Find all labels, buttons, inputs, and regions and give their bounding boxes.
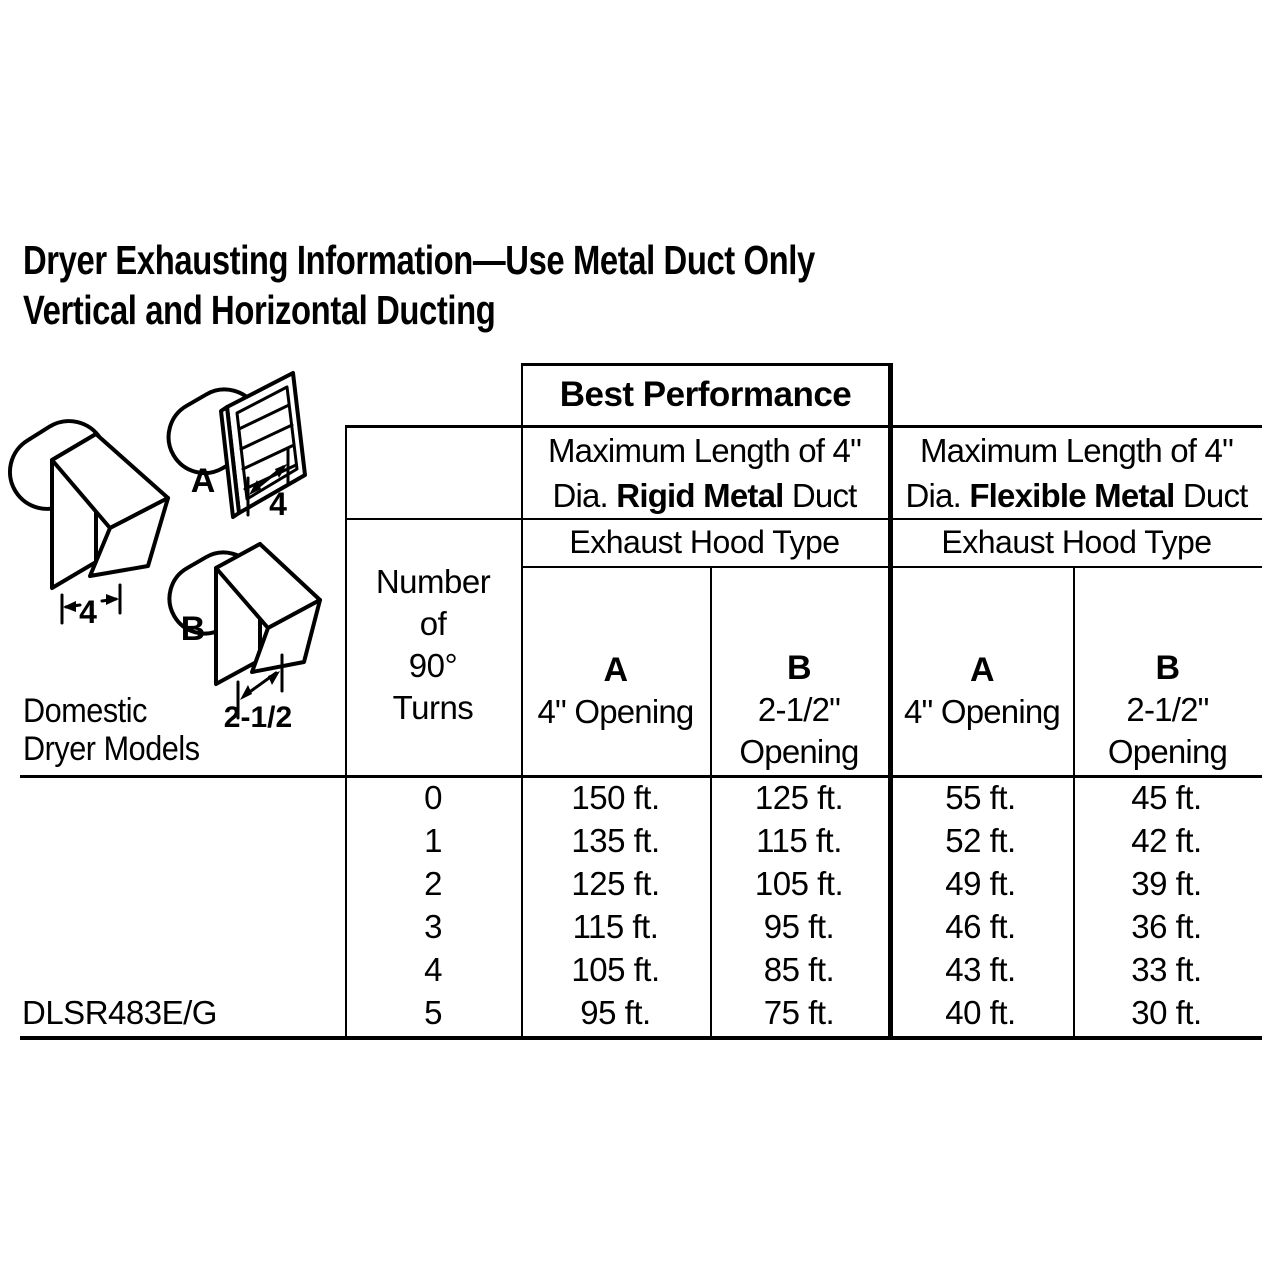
table-row: DLSR483E/G 5 95 ft. 75 ft. 40 ft. 30 ft.: [20, 991, 1260, 1034]
exhaust-hood-illustrations: 4 4 2-1/2 A B: [7, 371, 322, 734]
flex-b-cell: 30 ft.: [1131, 993, 1202, 1031]
grid-vline-section-divider: [888, 363, 893, 1038]
hood-b-letter-label: B: [181, 610, 206, 648]
grid-vline-flex-ab: [1073, 566, 1075, 1038]
flex-a-cell: 43 ft.: [945, 950, 1016, 988]
hood-4in-illustration: [7, 419, 170, 625]
flex-a-cell: 49 ft.: [945, 865, 1016, 903]
rigid-a-cell: 105 ft.: [571, 950, 660, 988]
turns-header-line2: of: [419, 605, 447, 642]
rigid-col-a-letter: A: [603, 651, 628, 689]
exhaust-hood-type-rigid: Exhaust Hood Type: [569, 523, 840, 560]
grid-line-bottom: [20, 1036, 1262, 1040]
vent-a-dimension-label: 4: [269, 486, 287, 522]
turns-cell: 0: [424, 779, 442, 817]
flex-b-cell: 36 ft.: [1131, 907, 1202, 945]
turns-cell: 2: [424, 865, 442, 903]
data-rows: 0 150 ft. 125 ft. 55 ft. 45 ft. 1 135 ft…: [20, 777, 1260, 1034]
rigid-a-cell: 95 ft.: [580, 993, 651, 1031]
rigid-col-a-sub: 4" Opening: [537, 693, 694, 730]
hood-b-dimension-label: 2-1/2: [224, 701, 292, 734]
flex-col-b-sub2: Opening: [1107, 733, 1228, 770]
flex-b-cell: 39 ft.: [1131, 865, 1202, 903]
rigid-col-b-header: B 2-1/2" Opening: [712, 568, 886, 773]
domestic-dryer-models-line1: Domestic: [23, 692, 147, 730]
flex-col-b-header: B 2-1/2" Opening: [1075, 568, 1260, 773]
rigid-duct-header-line2: Dia. Rigid Metal Duct: [552, 477, 857, 514]
page-title: Dryer Exhausting Information—Use Metal D…: [23, 235, 815, 335]
table-row: 2 125 ft. 105 ft. 49 ft. 39 ft.: [20, 863, 1260, 906]
table-row: 0 150 ft. 125 ft. 55 ft. 45 ft.: [20, 777, 1260, 820]
flex-col-b-sub1: 2-1/2": [1126, 691, 1209, 728]
rigid-a-cell: 115 ft.: [572, 907, 659, 945]
grid-line-header-2: [345, 518, 1262, 520]
table-row: 1 135 ft. 115 ft. 52 ft. 42 ft.: [20, 820, 1260, 863]
flex-col-b-letter: B: [1155, 649, 1180, 687]
grid-line-body-top: [20, 775, 1262, 778]
page-title-line2: Vertical and Horizontal Ducting: [23, 287, 496, 333]
domestic-dryer-models-line2: Dryer Models: [23, 730, 200, 768]
flex-col-a-sub: 4" Opening: [903, 693, 1061, 730]
flex-b-cell: 33 ft.: [1131, 950, 1202, 988]
rigid-a-cell: 125 ft.: [571, 865, 660, 903]
turns-header-line4: Turns: [392, 689, 474, 726]
flex-b-cell: 42 ft.: [1131, 822, 1202, 860]
rigid-a-cell: 135 ft.: [571, 822, 660, 860]
grid-vline-rigid-left: [521, 363, 523, 1038]
rigid-col-b-letter: B: [786, 649, 812, 687]
best-performance-header: Best Performance: [559, 375, 852, 414]
rigid-duct-header-line1: Maximum Length of 4": [547, 432, 862, 469]
flex-a-cell: 40 ft.: [945, 993, 1016, 1031]
grid-vline-rigid-ab: [710, 566, 712, 1038]
rigid-b-cell: 75 ft.: [763, 993, 835, 1031]
rigid-b-cell: 115 ft.: [756, 822, 842, 860]
flexible-duct-header: Maximum Length of 4" Dia. Flexible Metal…: [893, 428, 1260, 518]
exhaust-hood-type-flexible: Exhaust Hood Type: [941, 523, 1212, 560]
turns-header-line1: Number: [375, 563, 491, 600]
turns-cell: 4: [424, 950, 442, 988]
vent-a-letter-label: A: [191, 462, 216, 500]
rigid-metal-bold: Rigid Metal: [616, 477, 784, 514]
rigid-b-cell: 125 ft.: [754, 779, 844, 817]
flexible-duct-header-line1: Maximum Length of 4": [919, 432, 1234, 469]
rigid-a-cell: 150 ft.: [571, 779, 660, 817]
flex-col-a-header: A 4" Opening: [893, 568, 1071, 773]
turns-cell: 5: [424, 993, 442, 1031]
table-row: 3 115 ft. 95 ft. 46 ft. 36 ft.: [20, 905, 1260, 948]
rigid-duct-header: Maximum Length of 4" Dia. Rigid Metal Du…: [523, 428, 886, 518]
model-cell-dlsr: DLSR483E/G: [22, 993, 217, 1031]
rigid-b-cell: 105 ft.: [754, 865, 844, 903]
flexible-metal-bold: Flexible Metal: [969, 477, 1175, 514]
domestic-dryer-models-label: Domestic Dryer Models: [23, 692, 200, 768]
hood-4in-dimension-label: 4: [79, 594, 97, 630]
grid-vline-turns-left: [345, 425, 347, 1038]
flexible-duct-header-line2: Dia. Flexible Metal Duct: [905, 477, 1248, 514]
grid-line-header-1: [345, 425, 1262, 428]
flex-col-a-letter: A: [969, 651, 995, 689]
flex-a-cell: 55 ft.: [945, 779, 1016, 817]
flex-b-cell: 45 ft.: [1131, 779, 1202, 817]
turns-header-line3: 90°: [408, 647, 458, 684]
hood-b-illustration: [167, 542, 322, 720]
turns-column-header: Number of 90° Turns: [347, 525, 519, 765]
table-row: 4 105 ft. 85 ft. 43 ft. 33 ft.: [20, 948, 1260, 991]
rigid-col-b-sub2: Opening: [739, 733, 859, 770]
vent-a-illustration: [166, 371, 307, 519]
grid-line-bp-top: [521, 363, 893, 366]
rigid-b-cell: 85 ft.: [763, 950, 835, 988]
rigid-col-b-sub1: 2-1/2": [757, 691, 841, 728]
flex-a-cell: 52 ft.: [945, 822, 1016, 860]
flex-a-cell: 46 ft.: [945, 907, 1016, 945]
rigid-b-cell: 95 ft.: [763, 907, 835, 945]
turns-cell: 1: [424, 822, 442, 860]
page-title-line1: Dryer Exhausting Information—Use Metal D…: [23, 237, 815, 283]
turns-cell: 3: [424, 907, 442, 945]
rigid-col-a-header: A 4" Opening: [523, 568, 708, 773]
